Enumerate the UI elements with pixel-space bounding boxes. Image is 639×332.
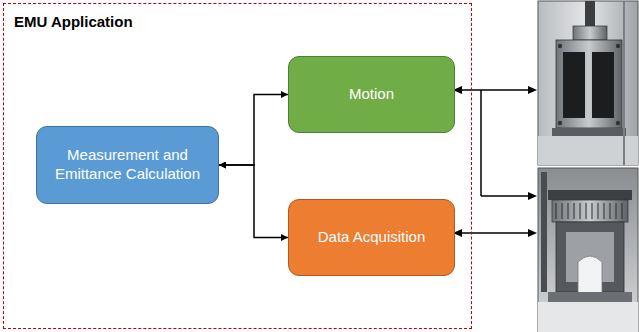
box-label: Measurement and Emittance Calculation (47, 146, 208, 184)
hardware-wires (453, 86, 537, 237)
daq-photo (538, 168, 638, 332)
process-box: Motion (288, 56, 455, 133)
process-box: Measurement and Emittance Calculation (36, 126, 219, 204)
group-title: EMU Application (14, 13, 133, 30)
process-box: Data Acquisition (288, 199, 455, 276)
connector-arrow (219, 165, 288, 238)
application-boundary: EMU ApplicationMeasurement and Emittance… (3, 3, 472, 329)
box-label: Motion (349, 85, 394, 104)
connector-arrow (219, 95, 288, 166)
box-label: Data Acquisition (318, 228, 426, 247)
motion-photo (538, 1, 638, 165)
